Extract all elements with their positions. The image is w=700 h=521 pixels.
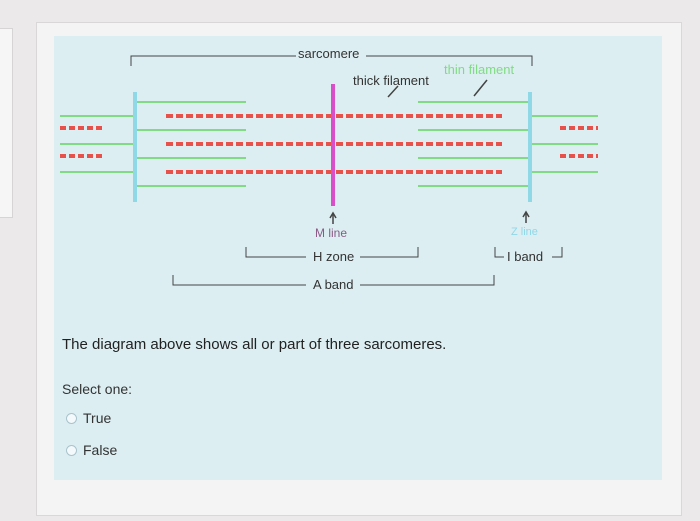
thin-filament-label: thin filament: [444, 62, 515, 77]
i-band-bracket: [494, 247, 563, 258]
thick-filaments: [60, 114, 598, 174]
option-true[interactable]: True: [66, 410, 111, 426]
m-line: [331, 84, 335, 206]
z-lines: [133, 92, 532, 202]
question-text: The diagram above shows all or part of t…: [62, 336, 447, 353]
m-line-label: M line: [315, 226, 348, 240]
a-band-bracket: [172, 275, 495, 286]
thin-filaments: [60, 101, 598, 187]
select-one-prompt: Select one:: [62, 381, 133, 397]
h-zone-bracket: [245, 247, 419, 258]
a-band-label: A band: [313, 277, 354, 292]
i-band-label: I band: [507, 249, 544, 264]
option-false-label: False: [83, 442, 118, 458]
diagram-card: [54, 36, 662, 480]
option-true-label: True: [83, 410, 112, 426]
sarcomere-bracket: [130, 55, 533, 66]
label-arrows: [329, 79, 530, 224]
radio-true[interactable]: [66, 412, 77, 424]
left-edge-panel: [0, 28, 13, 218]
h-zone-label: H zone: [313, 249, 355, 264]
sarcomere-label: sarcomere: [298, 46, 360, 61]
thick-filament-label: thick filament: [353, 73, 429, 88]
option-false[interactable]: False: [66, 442, 117, 458]
z-line-label: Z line: [511, 226, 538, 238]
radio-false[interactable]: [66, 444, 77, 456]
